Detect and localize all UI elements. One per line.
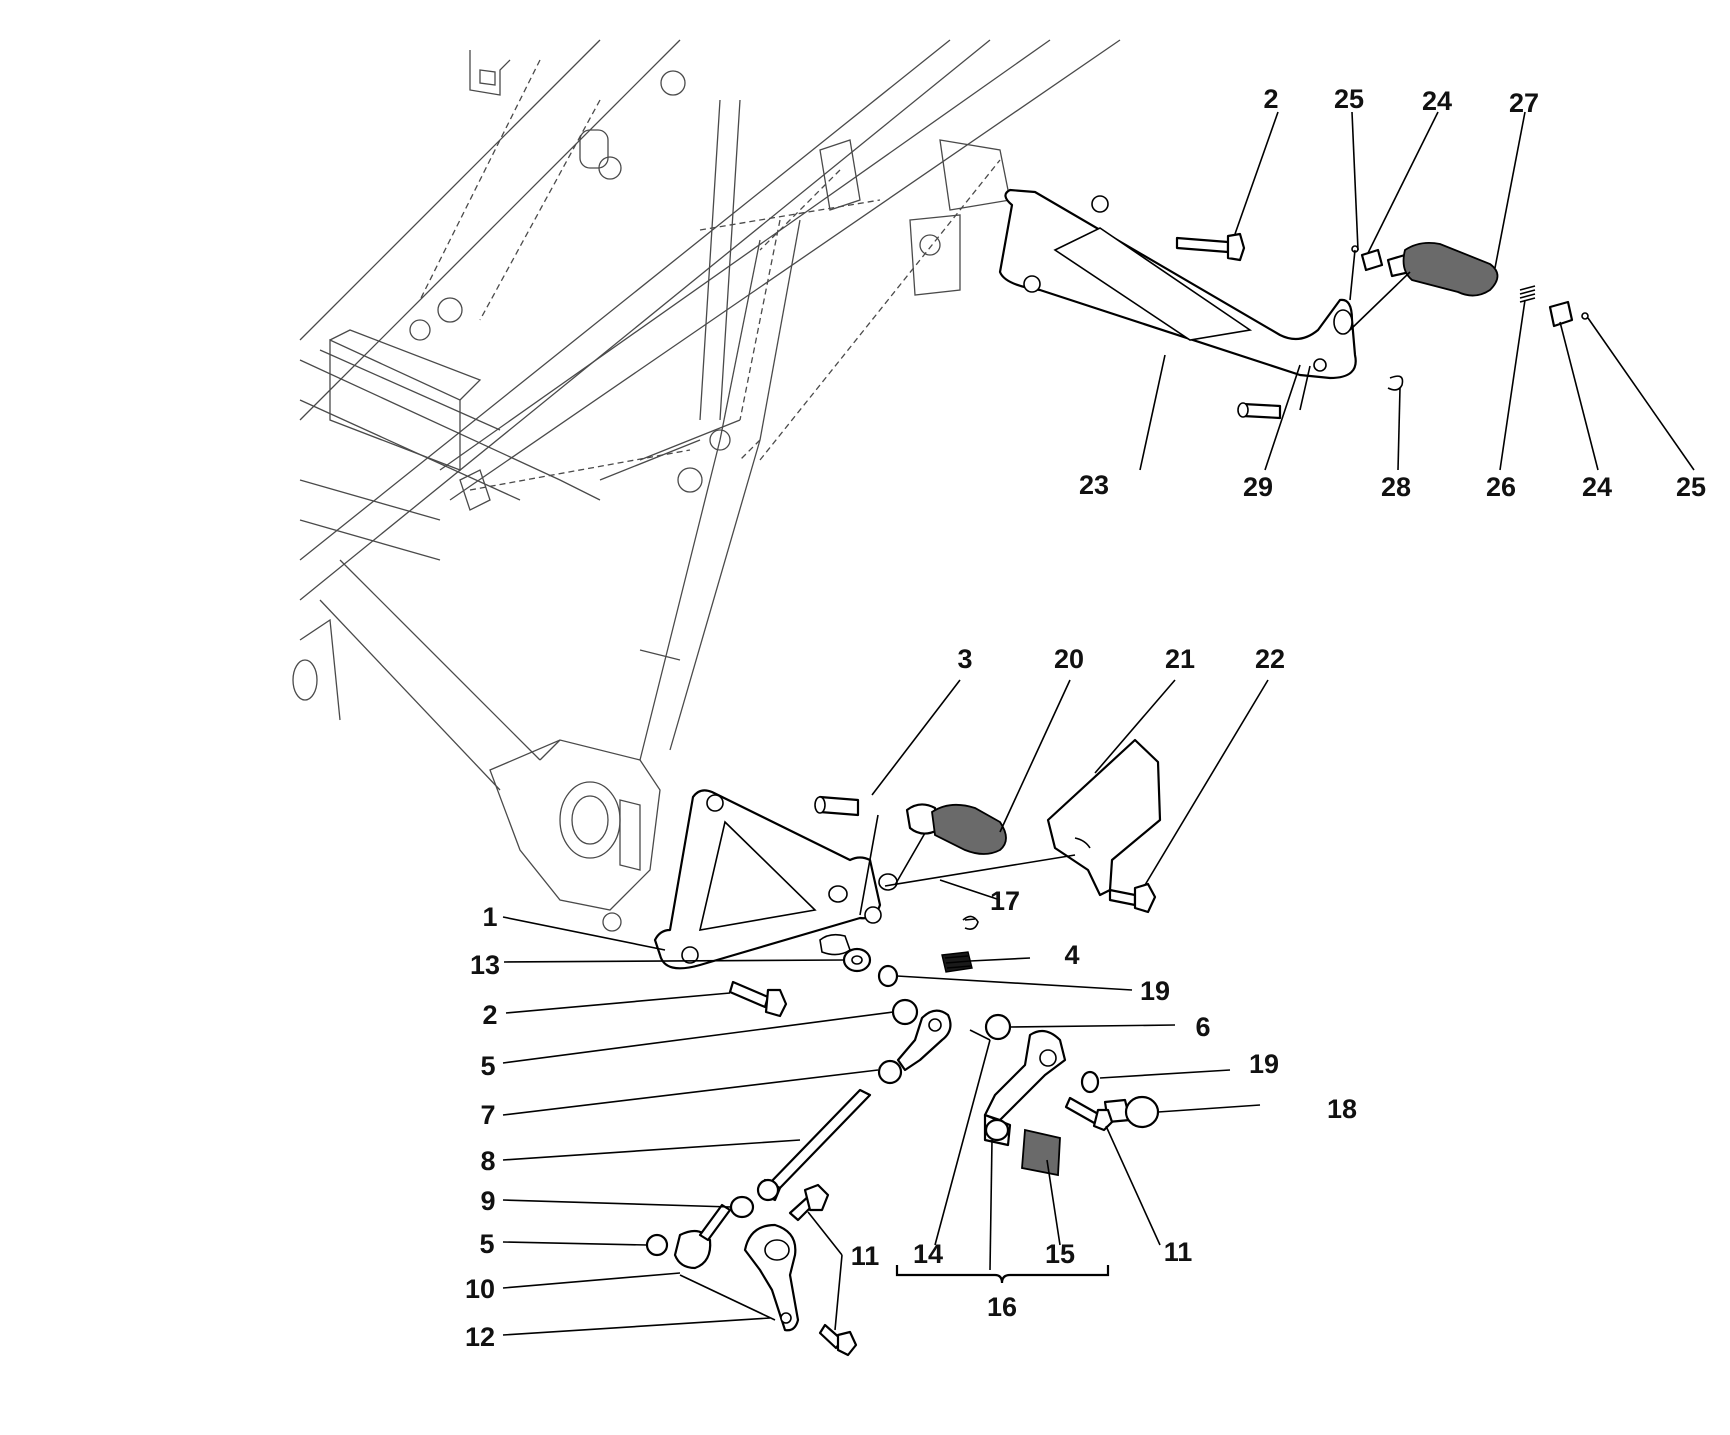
callout-10: 10 bbox=[465, 1274, 495, 1304]
callout-18: 18 bbox=[1327, 1094, 1357, 1124]
callout-2-top: 2 bbox=[1263, 84, 1278, 114]
callout-26: 26 bbox=[1486, 472, 1516, 502]
callout-13: 13 bbox=[470, 950, 500, 980]
rubber-15 bbox=[1021, 1128, 1061, 1177]
callout-29: 29 bbox=[1243, 472, 1273, 502]
washer-13 bbox=[842, 947, 872, 973]
callout-labels: 2 25 24 27 23 29 28 26 24 25 3 20 21 22 … bbox=[465, 84, 1706, 1352]
callout-25-top: 25 bbox=[1334, 84, 1364, 114]
nut-5-b bbox=[645, 1233, 669, 1257]
spring-4 bbox=[941, 951, 973, 973]
nut-5-a bbox=[891, 998, 919, 1026]
bolt-2-top bbox=[1175, 232, 1246, 262]
callout-17: 17 bbox=[990, 886, 1020, 916]
bolt-11-left bbox=[788, 1183, 858, 1357]
callout-12: 12 bbox=[465, 1322, 495, 1352]
rod-end-7 bbox=[877, 1009, 952, 1085]
front-footpeg-20 bbox=[905, 803, 1007, 855]
callout-16: 16 bbox=[987, 1292, 1017, 1322]
rod-8 bbox=[756, 1088, 872, 1202]
clip-17 bbox=[962, 915, 979, 930]
callout-25-bot: 25 bbox=[1676, 472, 1706, 502]
bolt-11-right bbox=[1064, 1096, 1114, 1132]
callout-1: 1 bbox=[482, 902, 497, 932]
callout-14: 14 bbox=[913, 1239, 943, 1269]
callout-9: 9 bbox=[480, 1186, 495, 1216]
callout-27: 27 bbox=[1509, 88, 1539, 118]
front-footrest-bracket bbox=[653, 789, 898, 970]
rod-end-10 bbox=[673, 1203, 732, 1270]
callout-28: 28 bbox=[1381, 472, 1411, 502]
heel-guard-21 bbox=[1046, 738, 1162, 897]
screw-22 bbox=[1108, 882, 1157, 914]
callout-23: 23 bbox=[1079, 470, 1109, 500]
bolt-2-mid bbox=[728, 980, 788, 1018]
bushing-6 bbox=[984, 1013, 1012, 1041]
callout-22: 22 bbox=[1255, 644, 1285, 674]
callout-11-b: 11 bbox=[1164, 1237, 1193, 1267]
motorcycle-frame bbox=[292, 39, 1121, 932]
shift-lever-12 bbox=[743, 1223, 800, 1332]
oring-19-b bbox=[1080, 1070, 1100, 1094]
leader-lines bbox=[502, 111, 1695, 1336]
pin-3 bbox=[814, 795, 860, 817]
callout-5-b: 5 bbox=[479, 1229, 494, 1259]
callout-15: 15 bbox=[1045, 1239, 1075, 1269]
callout-11-a: 11 bbox=[851, 1241, 880, 1271]
callout-20: 20 bbox=[1054, 644, 1084, 674]
callout-3: 3 bbox=[957, 644, 972, 674]
callout-4: 4 bbox=[1064, 940, 1079, 970]
rear-footrest-bracket bbox=[998, 188, 1357, 380]
callout-24-bot: 24 bbox=[1582, 472, 1612, 502]
oring-19-a bbox=[877, 964, 899, 988]
callout-8: 8 bbox=[480, 1146, 495, 1176]
callout-6: 6 bbox=[1195, 1012, 1210, 1042]
callout-19-b: 19 bbox=[1249, 1049, 1279, 1079]
callout-2-mid: 2 bbox=[482, 1000, 497, 1030]
nut-9 bbox=[729, 1195, 755, 1219]
callout-24-top: 24 bbox=[1422, 86, 1452, 116]
callout-5-a: 5 bbox=[480, 1051, 495, 1081]
callout-7: 7 bbox=[480, 1100, 495, 1130]
callout-21: 21 bbox=[1165, 644, 1195, 674]
gear-lever-16 bbox=[983, 1029, 1067, 1147]
rear-footpeg-parts bbox=[1237, 241, 1589, 420]
brace-16 bbox=[895, 1265, 1110, 1284]
callout-19-a: 19 bbox=[1140, 976, 1170, 1006]
bolt-18 bbox=[1103, 1095, 1160, 1129]
